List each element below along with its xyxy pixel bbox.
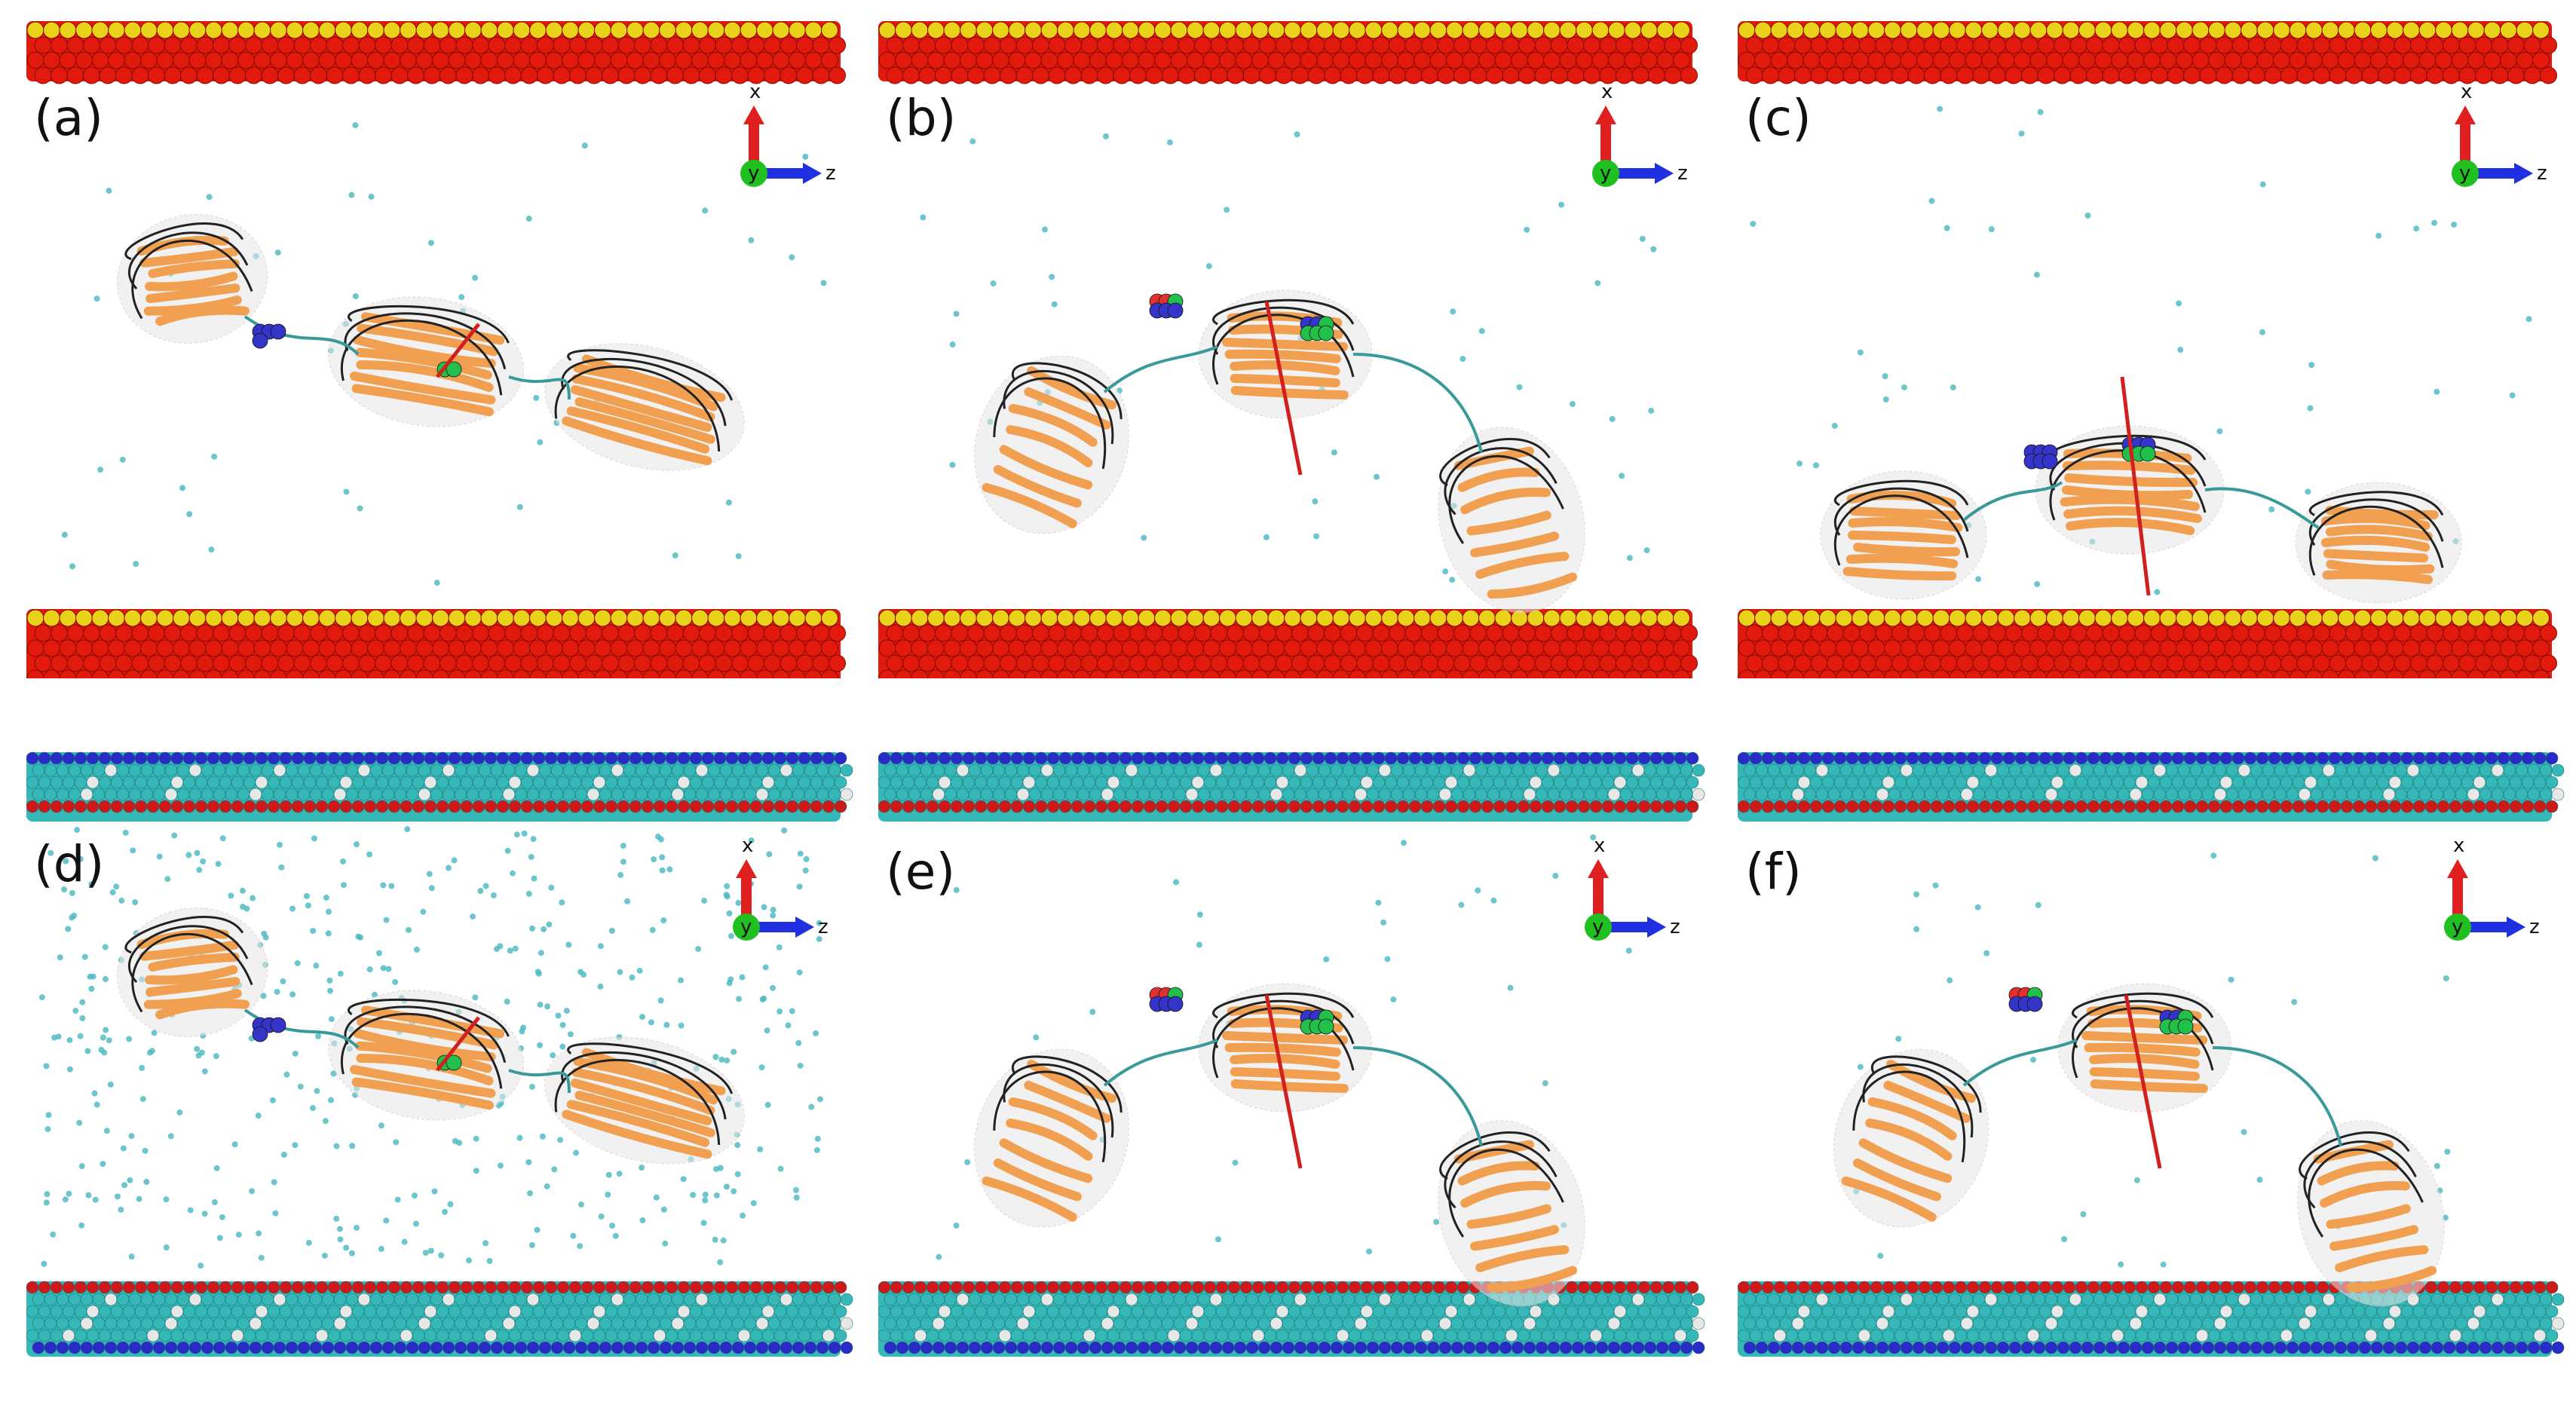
coordinate-axes-icon: x y z xyxy=(1585,834,1680,941)
panel-c: x y z (c) xyxy=(1738,0,2574,678)
protein-structure xyxy=(1820,376,2462,604)
bottom-gold-surface xyxy=(26,609,846,678)
protein-pose-group xyxy=(116,214,745,471)
axis-z-label: z xyxy=(2529,916,2540,938)
panel-e-label: (e) xyxy=(886,843,956,901)
protein-structure xyxy=(973,289,1585,614)
axis-z-label: z xyxy=(825,162,836,185)
dipole-vector xyxy=(2120,376,2151,596)
axis-z-label: z xyxy=(2537,162,2547,185)
protein-pose-group xyxy=(973,983,1585,1307)
coordinate-axes-icon: x y z xyxy=(2452,81,2547,187)
panel-d-label: (d) xyxy=(34,835,105,893)
axis-x-label: x xyxy=(1594,834,1605,857)
panel-b-label: (b) xyxy=(886,89,957,147)
protein-domain xyxy=(2035,425,2225,555)
residue-cluster-mixed xyxy=(1149,987,1184,1012)
coordinate-axes-icon: x y z xyxy=(733,834,829,941)
bottom-gold-surface xyxy=(1738,609,2557,678)
bottom-gold-surface xyxy=(878,609,1698,678)
bottom-polymer-surface xyxy=(1738,1281,2565,1357)
protein-domain xyxy=(328,296,524,427)
coordinate-axes-icon: x y z xyxy=(740,81,836,187)
bottom-polymer-surface xyxy=(26,1281,853,1357)
protein-structure xyxy=(116,907,745,1165)
protein-domain xyxy=(2297,1120,2445,1307)
protein-domain xyxy=(544,343,745,471)
axis-y-label: y xyxy=(1600,162,1611,185)
axis-x-label: x xyxy=(749,81,761,103)
residue-cluster-blue xyxy=(2023,444,2058,470)
top-gold-surface xyxy=(878,21,1698,84)
panel-f-label: (f) xyxy=(1745,843,1802,901)
panel-e: x y z (e) xyxy=(878,739,1715,1417)
axis-z-label: z xyxy=(1670,916,1680,938)
dipole-vector xyxy=(436,323,480,378)
protein-pose-group xyxy=(1833,983,2445,1307)
protein-domain xyxy=(328,990,524,1121)
axis-z-label: z xyxy=(818,916,829,938)
bottom-polymer-surface xyxy=(878,1281,1705,1357)
residue-cluster-mixed xyxy=(1149,293,1184,319)
axis-y-label: y xyxy=(2452,916,2463,938)
top-polymer-surface xyxy=(878,751,1705,822)
panel-d-scene: x y z xyxy=(26,751,853,1357)
axis-x-label: x xyxy=(2453,834,2464,857)
residue-cluster-mixed xyxy=(2008,987,2043,1012)
axis-y-label: y xyxy=(2459,162,2470,185)
protein-domain xyxy=(973,1048,1130,1228)
protein-pose-group xyxy=(973,289,1585,614)
coordinate-axes-icon: x y z xyxy=(2444,834,2540,941)
axis-x-label: x xyxy=(2461,81,2472,103)
protein-pose-group xyxy=(1820,376,2462,604)
top-polymer-surface xyxy=(26,751,853,822)
residue-cluster-green xyxy=(1300,316,1334,341)
residue-cluster-blue xyxy=(252,323,286,349)
coordinate-axes-icon: x y z xyxy=(1592,81,1688,187)
axis-y-label: y xyxy=(740,916,752,938)
dipole-vector xyxy=(1264,301,1303,476)
protein-domain xyxy=(1833,1048,1989,1228)
panel-f-scene: x y z xyxy=(1738,751,2565,1357)
dipole-vector xyxy=(1264,994,1303,1169)
panel-f: x y z (f) xyxy=(1738,739,2574,1417)
protein-domain xyxy=(1438,1120,1585,1307)
panel-c-scene: x y z xyxy=(1738,21,2557,678)
panel-a: x y z (a) xyxy=(26,0,863,678)
dipole-vector xyxy=(2124,994,2162,1169)
protein-domain xyxy=(1820,470,1987,600)
residue-cluster-green xyxy=(2159,1009,2194,1035)
protein-structure xyxy=(973,983,1585,1307)
top-gold-surface xyxy=(1738,21,2557,84)
panel-a-scene: x y z xyxy=(26,21,846,678)
top-gold-surface xyxy=(26,21,846,84)
protein-structure xyxy=(1833,983,2445,1307)
axis-y-label: y xyxy=(748,162,759,185)
protein-domain xyxy=(973,355,1130,534)
protein-domain xyxy=(116,907,268,1037)
axis-y-label: y xyxy=(1592,916,1603,938)
panel-b-scene: x y z xyxy=(878,21,1698,678)
panel-d: x y z (d) xyxy=(26,739,863,1417)
axis-z-label: z xyxy=(1677,162,1688,185)
protein-structure xyxy=(116,214,745,471)
protein-domain xyxy=(116,214,268,344)
dipole-vector xyxy=(436,1016,480,1072)
panel-c-label: (c) xyxy=(1745,89,1812,147)
protein-domain xyxy=(2295,482,2462,604)
residue-cluster-green xyxy=(1300,1009,1334,1035)
panel-a-label: (a) xyxy=(34,89,103,147)
panel-b: x y z (b) xyxy=(878,0,1715,678)
top-polymer-surface xyxy=(1738,751,2565,822)
axis-x-label: x xyxy=(742,834,753,857)
axis-x-label: x xyxy=(1601,81,1613,103)
panel-e-scene: x y z xyxy=(878,751,1705,1357)
protein-domain xyxy=(544,1036,745,1165)
protein-pose-group xyxy=(116,907,745,1165)
protein-domain xyxy=(1438,427,1585,614)
residue-cluster-green xyxy=(2121,436,2156,462)
residue-cluster-blue xyxy=(252,1017,286,1042)
